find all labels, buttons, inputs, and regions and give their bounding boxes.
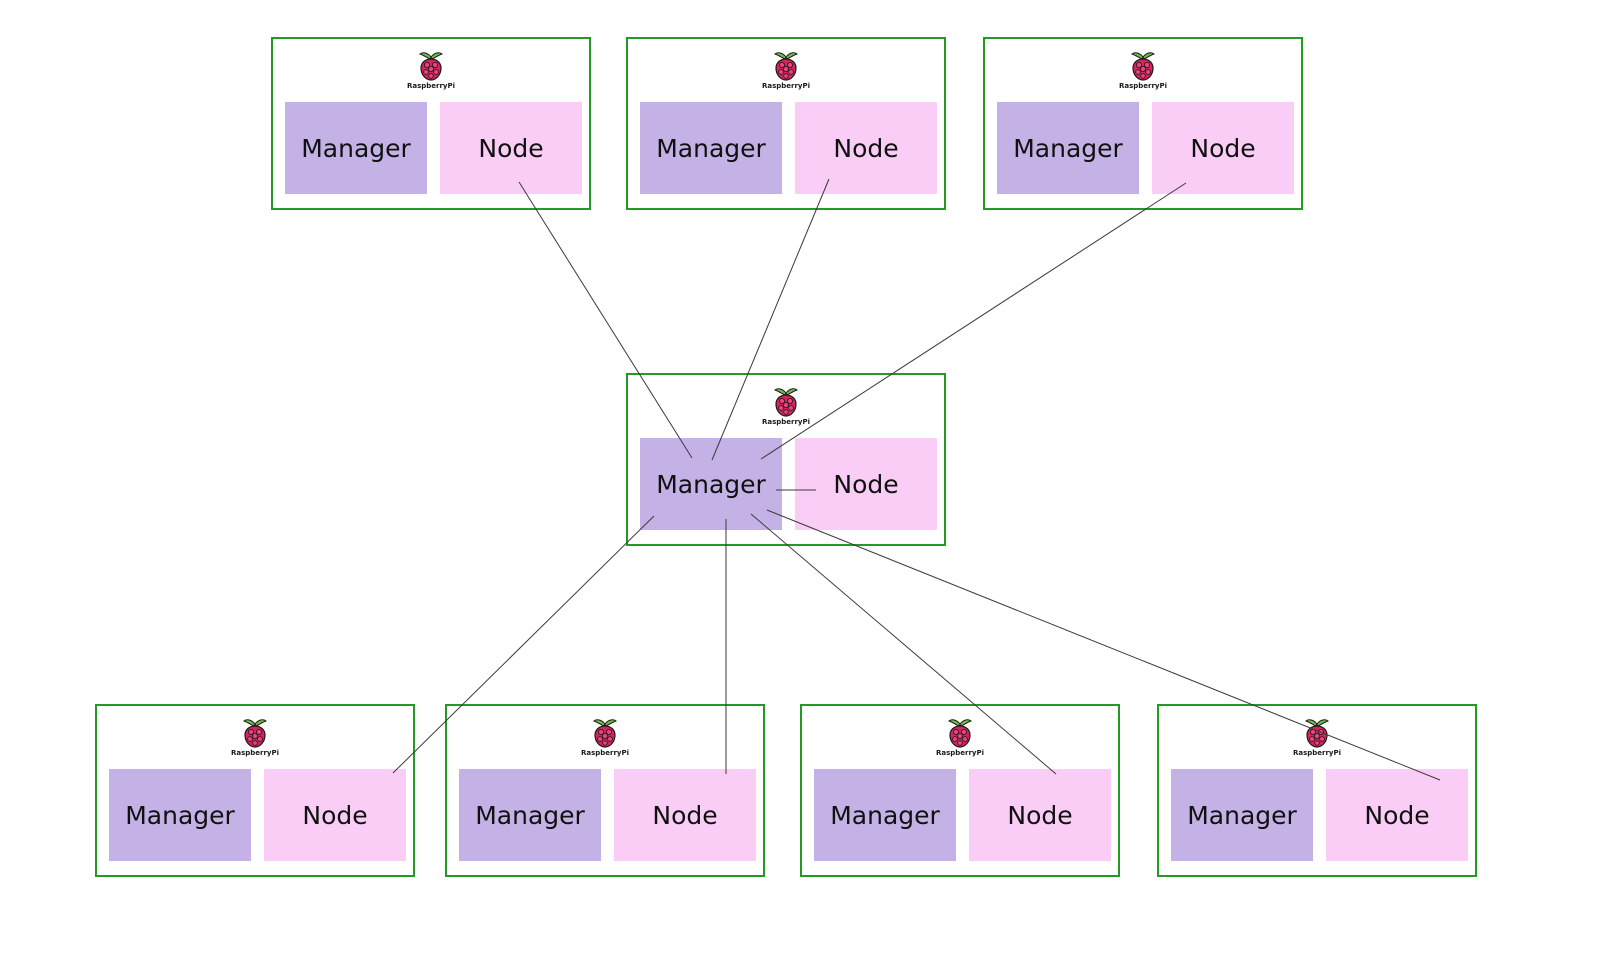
logo-label: RaspberryPi xyxy=(230,749,280,757)
logo-label: RaspberryPi xyxy=(1292,749,1342,757)
raspberry-pi-logo: RaspberryPi xyxy=(225,717,285,761)
logo-label: RaspberryPi xyxy=(1118,82,1168,90)
cluster-bottom-2: RaspberryPi Manager Node xyxy=(445,704,765,877)
cluster-center: RaspberryPi Manager Node xyxy=(626,373,946,546)
cluster-top-1: RaspberryPi Manager Node xyxy=(271,37,591,210)
manager-block: Manager xyxy=(814,769,956,861)
raspberry-pi-icon xyxy=(243,719,267,748)
node-block: Node xyxy=(795,438,937,530)
manager-block: Manager xyxy=(640,438,782,530)
manager-block: Manager xyxy=(459,769,601,861)
logo-label: RaspberryPi xyxy=(580,749,630,757)
cluster-top-3: RaspberryPi Manager Node xyxy=(983,37,1303,210)
node-block: Node xyxy=(614,769,756,861)
node-block: Node xyxy=(1326,769,1468,861)
cluster-bottom-1: RaspberryPi Manager Node xyxy=(95,704,415,877)
cluster-bottom-3: RaspberryPi Manager Node xyxy=(800,704,1120,877)
manager-block: Manager xyxy=(1171,769,1313,861)
logo-label: RaspberryPi xyxy=(935,749,985,757)
logo-label: RaspberryPi xyxy=(761,418,811,426)
logo-label: RaspberryPi xyxy=(406,82,456,90)
raspberry-pi-icon xyxy=(774,52,798,81)
raspberry-pi-logo: RaspberryPi xyxy=(930,717,990,761)
raspberry-pi-logo: RaspberryPi xyxy=(756,50,816,94)
manager-block: Manager xyxy=(109,769,251,861)
node-block: Node xyxy=(795,102,937,194)
node-block: Node xyxy=(1152,102,1294,194)
raspberry-pi-logo: RaspberryPi xyxy=(756,386,816,430)
raspberry-pi-logo: RaspberryPi xyxy=(1113,50,1173,94)
node-block: Node xyxy=(440,102,582,194)
manager-block: Manager xyxy=(640,102,782,194)
logo-label: RaspberryPi xyxy=(761,82,811,90)
manager-block: Manager xyxy=(997,102,1139,194)
raspberry-pi-icon xyxy=(948,719,972,748)
raspberry-pi-icon xyxy=(774,388,798,417)
node-block: Node xyxy=(264,769,406,861)
raspberry-pi-logo: RaspberryPi xyxy=(401,50,461,94)
raspberry-pi-icon xyxy=(1305,719,1329,748)
manager-block: Manager xyxy=(285,102,427,194)
raspberry-pi-icon xyxy=(593,719,617,748)
raspberry-pi-logo: RaspberryPi xyxy=(575,717,635,761)
node-block: Node xyxy=(969,769,1111,861)
raspberry-pi-icon xyxy=(1131,52,1155,81)
cluster-bottom-4: RaspberryPi Manager Node xyxy=(1157,704,1477,877)
cluster-top-2: RaspberryPi Manager Node xyxy=(626,37,946,210)
raspberry-pi-icon xyxy=(419,52,443,81)
raspberry-pi-logo: RaspberryPi xyxy=(1287,717,1347,761)
